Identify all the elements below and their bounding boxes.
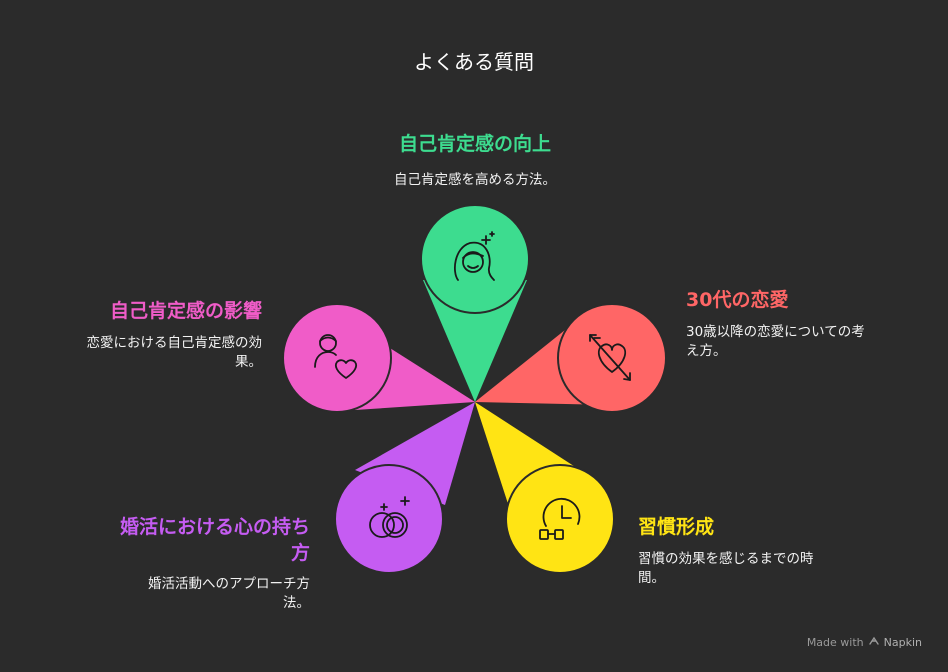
desc-konkatsu-mindset: 婚活活動へのアプローチ方 法。 bbox=[60, 575, 310, 613]
heading-konkatsu-mindset: 婚活における心の持ち 方 bbox=[60, 514, 310, 566]
circle-left[interactable] bbox=[282, 303, 392, 413]
heading-self-esteem-influence: 自己肯定感の影響 bbox=[109, 300, 262, 322]
heading-habit-formation: 習慣形成 bbox=[638, 516, 715, 538]
made-with-label: Made with bbox=[806, 636, 864, 649]
desc-line: 30歳以降の恋愛についての考 bbox=[686, 324, 865, 340]
rings-sparkle-icon bbox=[369, 496, 410, 538]
heading-self-esteem-improve: 自己肯定感の向上 bbox=[398, 133, 551, 155]
desc-line: 法。 bbox=[283, 595, 310, 611]
circle-bottom-right[interactable] bbox=[505, 464, 615, 574]
woman-sparkle-icon bbox=[454, 231, 495, 281]
napkin-logo-icon bbox=[868, 635, 880, 650]
desc-self-esteem-improve: 自己肯定感を高める方法。 bbox=[394, 172, 556, 188]
desc-line: 恋愛における自己肯定感の効 bbox=[86, 335, 263, 351]
wedge-top[interactable] bbox=[423, 280, 527, 402]
desc-line: え方。 bbox=[686, 343, 727, 359]
desc-line: 果。 bbox=[235, 354, 262, 370]
person-heart-icon bbox=[314, 334, 358, 379]
desc-self-esteem-influence: 恋愛における自己肯定感の効 果。 bbox=[20, 334, 263, 372]
desc-habit-formation: 習慣の効果を感じるまでの時 間。 bbox=[638, 550, 878, 588]
circle-top[interactable] bbox=[420, 204, 530, 314]
desc-line: 習慣の効果を感じるまでの時 bbox=[638, 551, 814, 567]
heading-line: 方 bbox=[290, 542, 310, 564]
page-title: よくある質問 bbox=[414, 50, 534, 74]
heart-arrow-icon bbox=[589, 334, 631, 381]
heading-30s-romance: 30代の恋愛 bbox=[686, 289, 789, 311]
clock-glasses-icon bbox=[539, 497, 581, 540]
circle-right[interactable] bbox=[557, 303, 667, 413]
heading-line: 婚活における心の持ち bbox=[119, 516, 310, 538]
desc-line: 婚活活動へのアプローチ方 bbox=[148, 576, 310, 592]
desc-line: 間。 bbox=[638, 570, 665, 586]
footer-attribution: Made with Napkin bbox=[807, 635, 922, 650]
brand-label: Napkin bbox=[883, 636, 922, 649]
desc-30s-romance: 30歳以降の恋愛についての考 え方。 bbox=[686, 323, 926, 361]
